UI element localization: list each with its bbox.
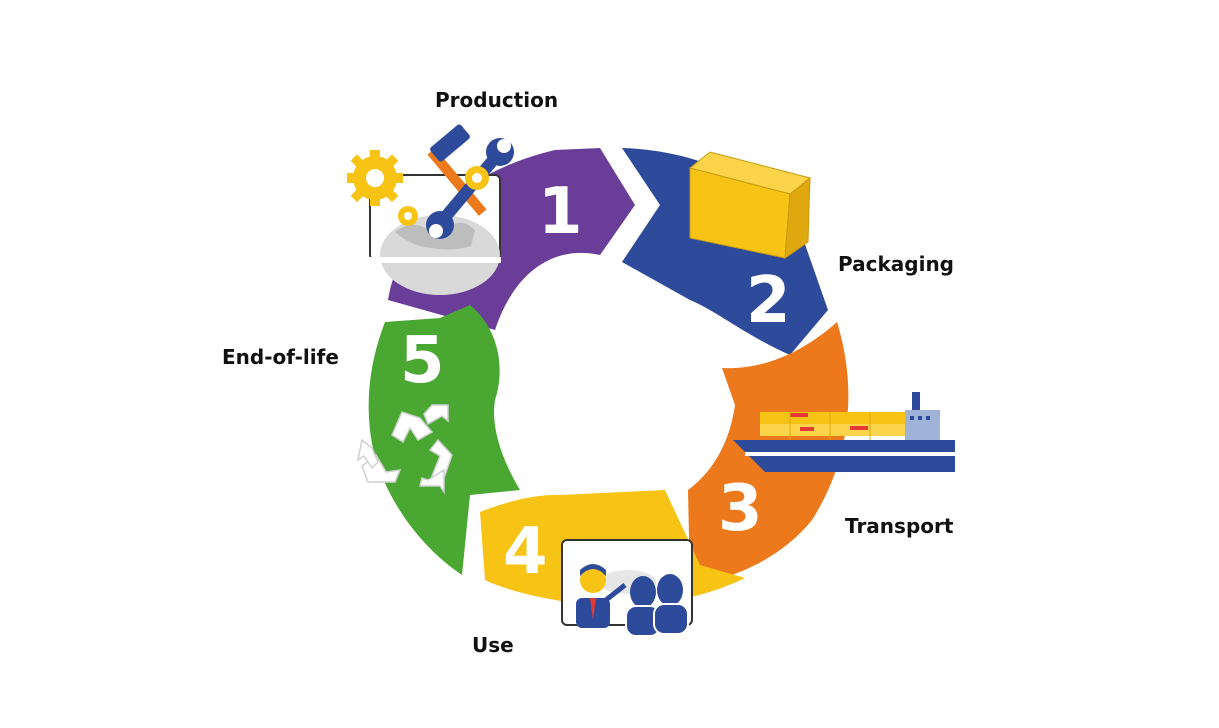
segment-end-of-life xyxy=(368,305,520,575)
segment-number-end-of-life: 5 xyxy=(400,324,445,398)
stage-label-packaging: Packaging xyxy=(838,252,954,276)
stage-label-production: Production xyxy=(435,88,558,112)
stage-label-use: Use xyxy=(472,633,514,657)
cargo-ship-icon xyxy=(733,392,955,472)
box-icon xyxy=(688,151,812,260)
segment-number-packaging: 2 xyxy=(746,264,791,338)
segment-number-use: 4 xyxy=(503,515,548,589)
stage-label-end-of-life: End-of-life xyxy=(222,345,339,369)
segment-packaging xyxy=(622,148,828,355)
presentation-audience-icon xyxy=(561,539,693,637)
tools-gears-globe-icon xyxy=(347,124,514,295)
segment-number-transport: 3 xyxy=(718,472,763,546)
segment-number-production: 1 xyxy=(538,175,583,249)
stage-label-transport: Transport xyxy=(845,514,954,538)
recycle-icon xyxy=(356,404,453,495)
